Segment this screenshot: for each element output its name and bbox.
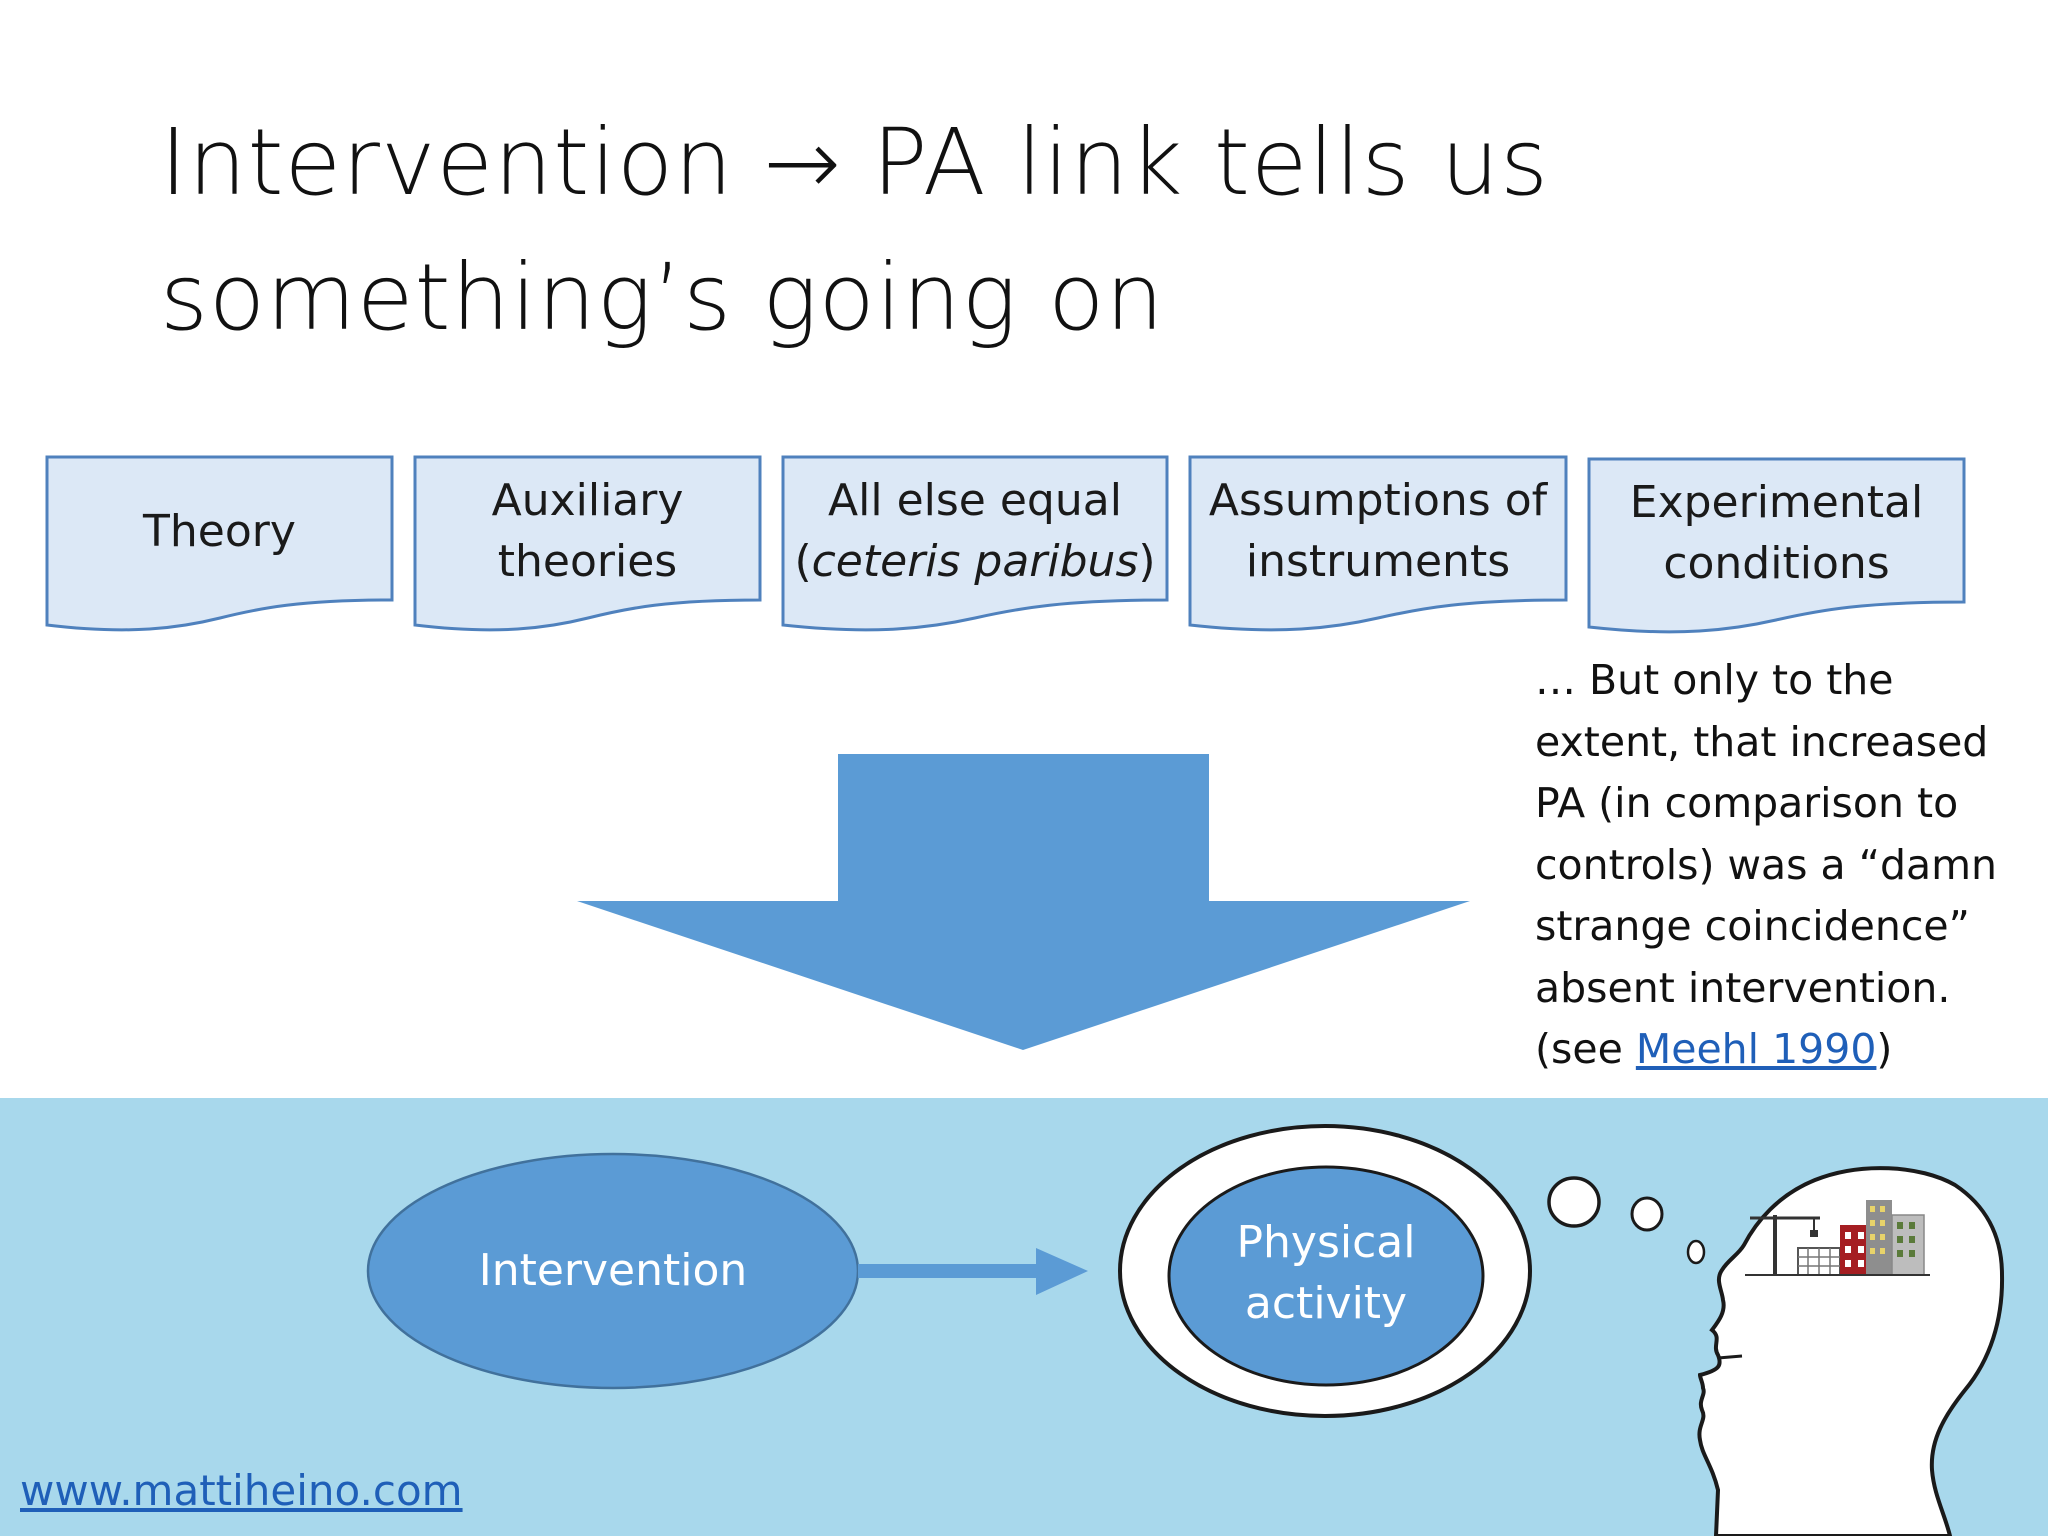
box-instruments-shape <box>1188 455 1568 632</box>
physical-activity-oval <box>1167 1165 1485 1387</box>
box-instrument-assumptions: Assumptions of instruments <box>1190 470 1566 592</box>
slide-title: Intervention → PA link tells us somethin… <box>160 95 1960 365</box>
box-ceteris-italic: ceteris paribus <box>811 536 1139 587</box>
intervention-label: Intervention <box>368 1240 858 1301</box>
box-ceteris-line-1: All else equal <box>828 475 1122 526</box>
box-ceteris-paribus: All else equal (ceteris paribus) <box>783 470 1167 592</box>
box-theory: Theory <box>47 470 392 592</box>
caveat-line-3: PA (in comparison to <box>1535 779 1959 827</box>
caveat-text: … But only to the extent, that increased… <box>1535 650 1997 1081</box>
box-ceteris-line-2: (ceteris paribus) <box>794 531 1155 592</box>
city-skyline-icon <box>1745 1200 1930 1276</box>
website-link[interactable]: www.mattiheino.com <box>20 1466 463 1515</box>
caveat-line-5: strange coincidence” <box>1535 902 1970 950</box>
box-ceteris-shape <box>781 455 1169 632</box>
box-experimental-line-2: conditions <box>1663 538 1890 589</box>
caveat-see-suffix: ) <box>1876 1025 1893 1073</box>
box-experimental-line-1: Experimental <box>1629 477 1924 528</box>
box-ceteris-close-paren: ) <box>1138 536 1156 587</box>
box-auxiliary-line-1: Auxiliary <box>491 475 684 526</box>
thought-dot-large <box>1547 1176 1601 1228</box>
physical-activity-label: Physical activity <box>1169 1212 1483 1334</box>
box-experimental-conditions: Experimental conditions <box>1589 472 1964 594</box>
caveat-line-6: absent intervention. <box>1535 963 1951 1012</box>
physical-activity-line-1: Physical <box>1236 1217 1416 1268</box>
right-arrow-icon <box>858 1248 1088 1295</box>
box-instruments-line-2: instruments <box>1245 536 1511 587</box>
thought-dot-medium <box>1630 1196 1664 1232</box>
caveat-line-7: (see Meehl 1990) <box>1535 1019 1997 1081</box>
caveat-line-1: … But only to the <box>1535 656 1894 704</box>
box-instruments-line-1: Assumptions of <box>1208 475 1548 526</box>
title-line-2: something’s going on <box>160 244 1165 351</box>
thought-dot-small <box>1686 1239 1706 1265</box>
down-arrow-icon <box>577 754 1470 1050</box>
box-ceteris-open-paren: ( <box>794 536 812 587</box>
box-auxiliary-line-2: theories <box>497 536 678 587</box>
intervention-label-text: Intervention <box>478 1245 748 1296</box>
caveat-see-prefix: (see <box>1535 1025 1636 1073</box>
box-theory-label: Theory <box>143 505 296 557</box>
title-line-1: Intervention → PA link tells us <box>160 109 1550 216</box>
physical-activity-line-2: activity <box>1244 1278 1408 1329</box>
box-auxiliary-shape <box>413 455 762 632</box>
box-experimental-shape <box>1587 457 1966 634</box>
box-auxiliary-theories: Auxiliary theories <box>415 470 760 592</box>
caveat-line-4: controls) was a “damn <box>1535 840 1998 889</box>
box-theory-shape <box>45 455 394 632</box>
caveat-line-2: extent, that increased <box>1535 717 1989 766</box>
meehl-1990-link[interactable]: Meehl 1990 <box>1635 1025 1877 1073</box>
head-mouth <box>1717 1354 1743 1360</box>
